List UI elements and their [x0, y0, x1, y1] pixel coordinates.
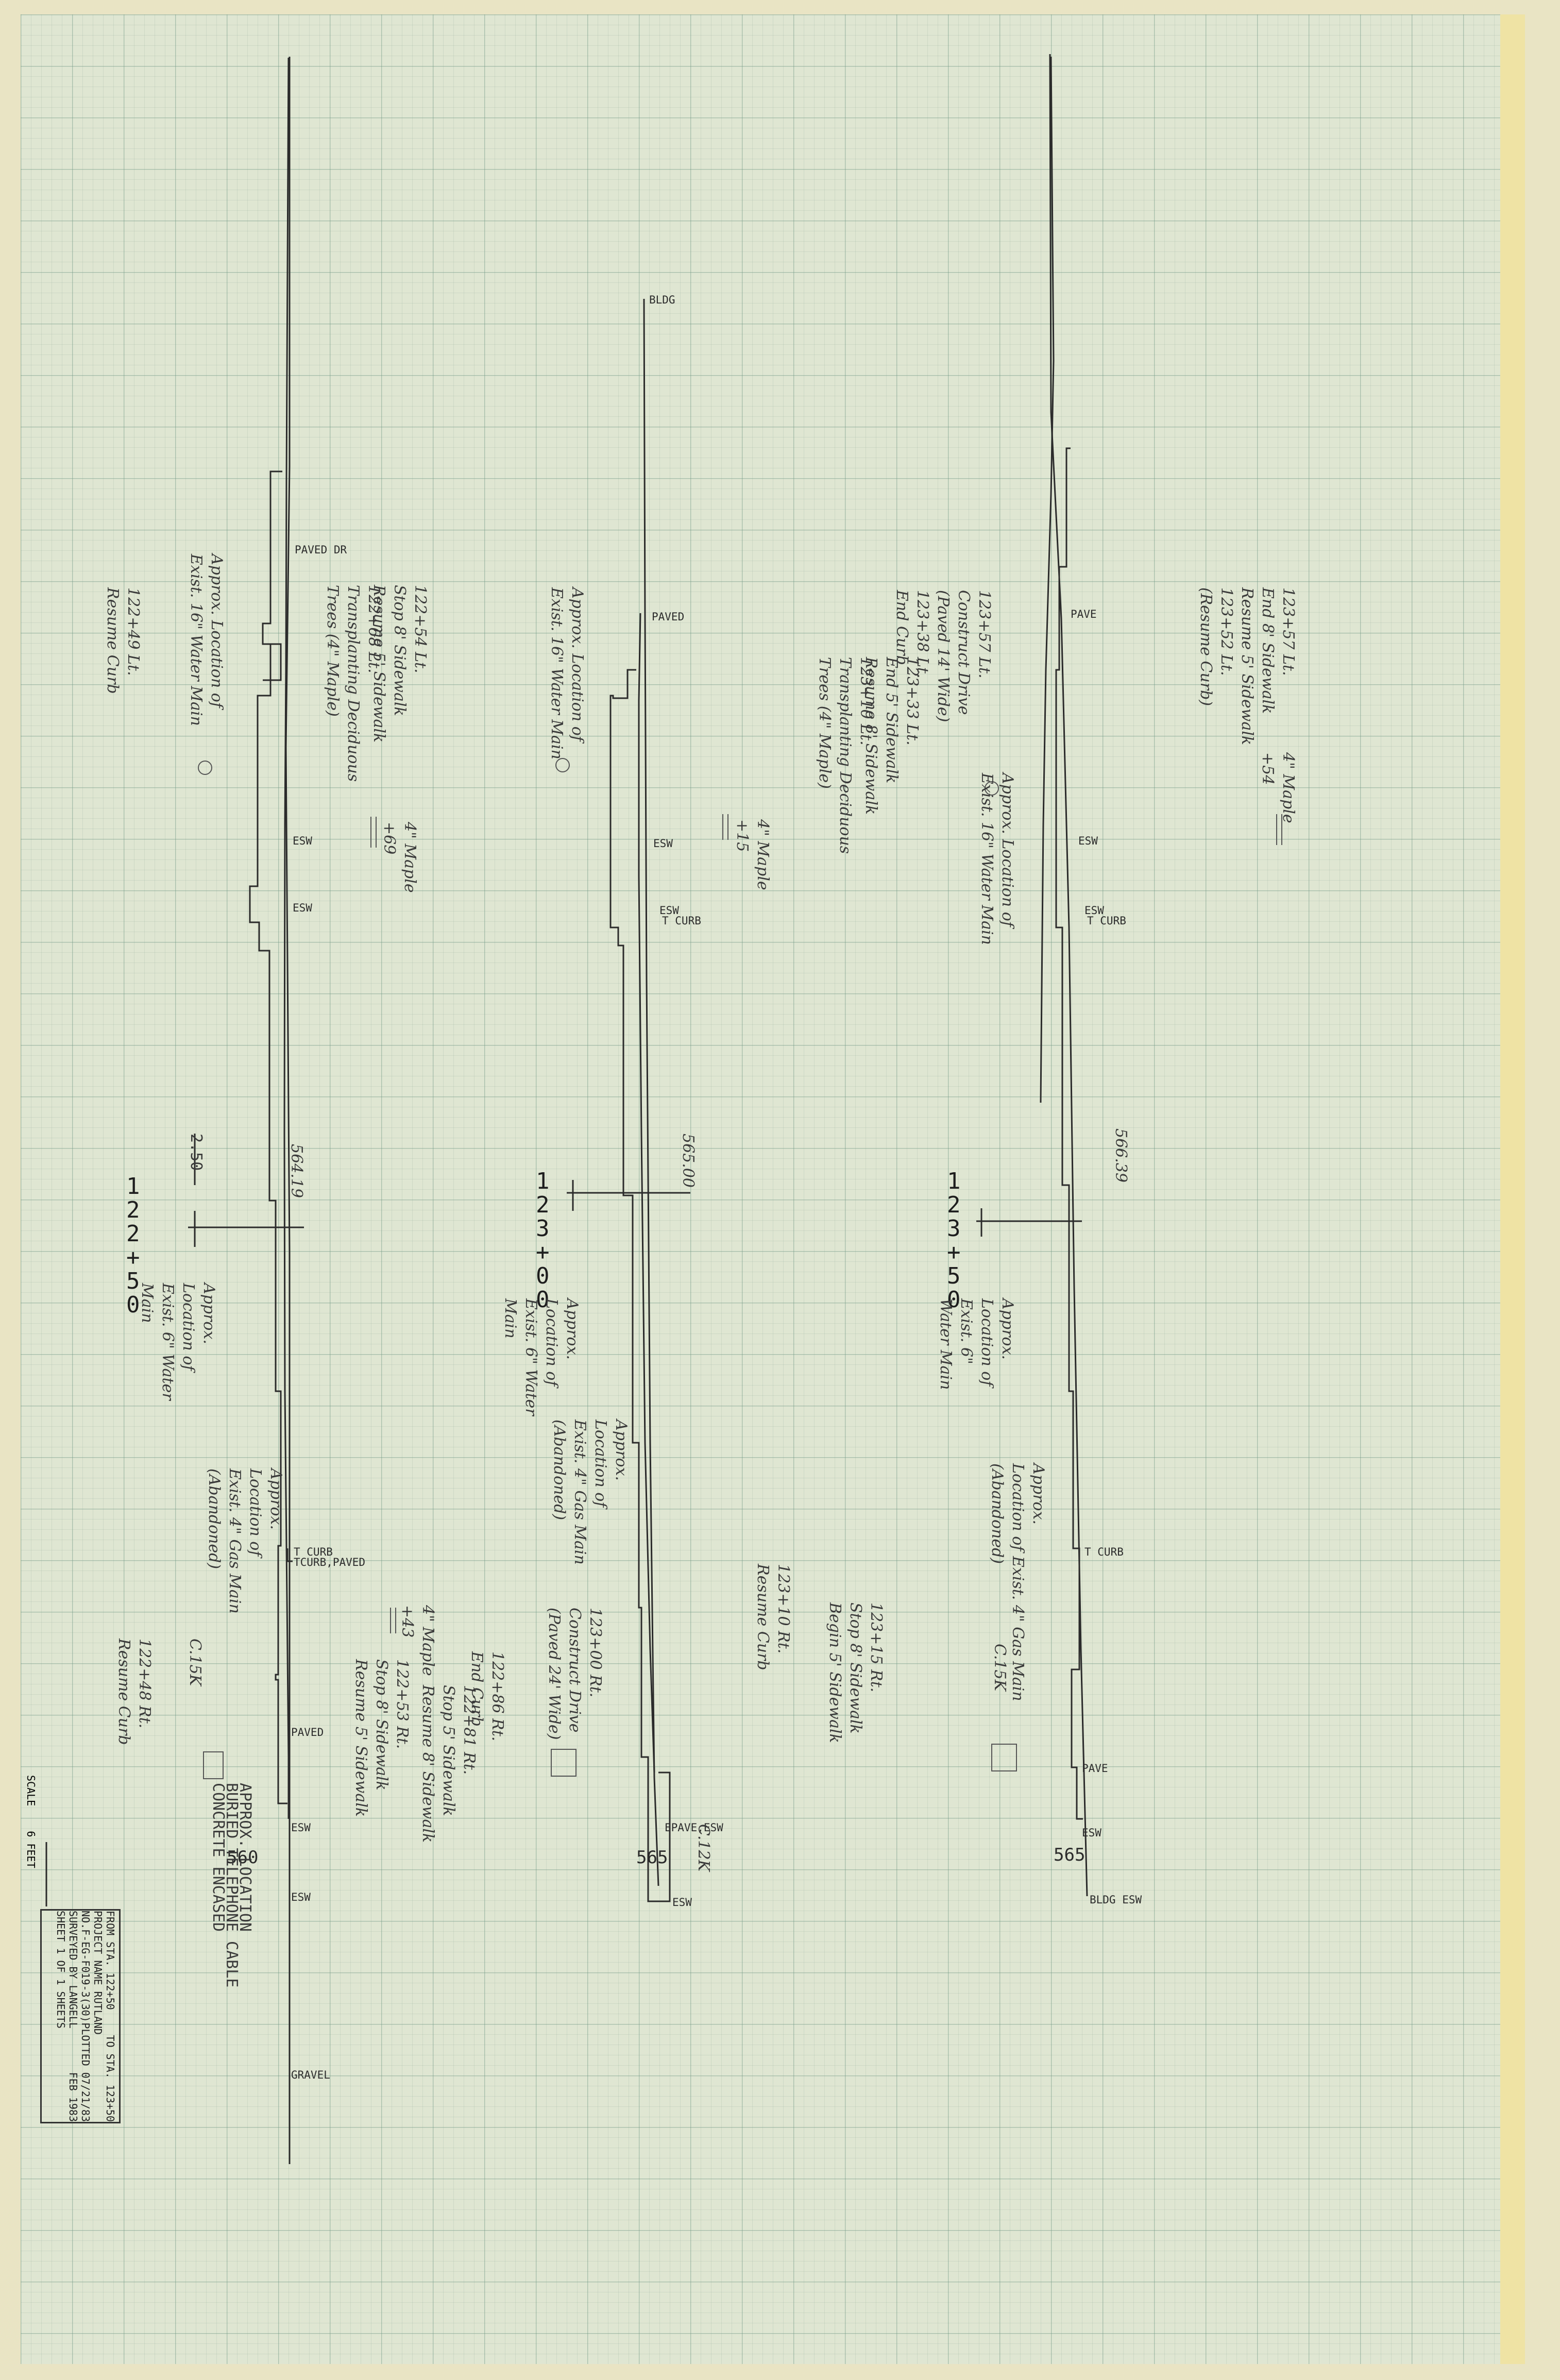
water-main-16-symbol-c: [985, 781, 999, 796]
note-maple-left-c: 4" Maple+54: [1259, 752, 1297, 823]
profile-c: [1055, 447, 1083, 1820]
station-label-c: 123+50: [947, 1168, 961, 1313]
scale-unit: 6 FEET: [25, 1831, 37, 1868]
profile-b: [609, 669, 671, 1902]
project-name-label: PROJECT NAME: [92, 1911, 104, 1985]
telephone-box-a: [203, 1751, 224, 1779]
label-tcurb-c2: T CURB: [1084, 1546, 1124, 1558]
label-tcurb-a: T CURB: [294, 1546, 333, 1558]
ground-line-a: [283, 57, 290, 1819]
elevation-top-a: 564.19: [287, 1144, 306, 1198]
elevation-bottom-c: 565: [1054, 1845, 1086, 1865]
ground-line-b: [638, 613, 655, 1773]
note-maple-right-a: 4" Maple+43: [398, 1605, 437, 1676]
label-esw-a1: ESW: [293, 835, 312, 847]
label-esw-b2: ESW: [659, 904, 679, 917]
drive-box-c: [991, 1744, 1017, 1771]
elevation-bottom-a: 560: [227, 1847, 259, 1868]
sheet-number: SHEET 1 OF 1 SHEETS: [55, 1911, 67, 2029]
maple-symbol-right-a: [390, 1608, 396, 1633]
elevation-top-c: 566.39: [1112, 1128, 1130, 1183]
station-label-a: 122+50: [126, 1173, 140, 1318]
water-main-16-symbol-a: [198, 761, 212, 775]
centerline-c: [1049, 54, 1088, 1897]
label-esw-c3: ESW: [1082, 1827, 1101, 1839]
label-esw-b3: ESW: [672, 1896, 692, 1909]
label-esw-c1: ESW: [1078, 835, 1098, 847]
label-gravel-a: GRAVEL: [291, 2069, 330, 2081]
note-construct-drive-right-b: 123+00 Rt.Construct Drive(Paved 24' Wide…: [545, 1608, 604, 1740]
label-esw-a3: ESW: [291, 1821, 311, 1834]
offset-label-a: 2.50: [187, 1134, 205, 1171]
note-gas-offset-a: C.15K: [186, 1639, 204, 1686]
label-pave-c2: PAVE: [1082, 1762, 1108, 1775]
label-paved-a: PAVED: [291, 1726, 324, 1738]
label-tcurb-paved-a: TCURB,PAVED: [294, 1556, 366, 1568]
note-maple-left-a: 4" Maple+69: [380, 822, 419, 893]
water-main-16-symbol-b: [555, 758, 570, 772]
drive-box-b: [551, 1749, 576, 1777]
centerline-b: [643, 298, 659, 1886]
sheet-edge-tape: [1500, 14, 1525, 2364]
scale-label: SCALE: [25, 1775, 37, 1807]
elevation-bottom-b: 565: [636, 1847, 668, 1868]
label-esw-b1: ESW: [653, 837, 673, 850]
note-resume-curb-right-c: 123+10 Rt.Resume Curb: [754, 1564, 792, 1670]
project-number-value: F-EG-F019-3(30): [79, 1929, 92, 2022]
bldg-bump-a: [263, 643, 282, 681]
title-block: FROM STA. 122+50 TO STA. 123+50 PROJECT N…: [40, 1909, 121, 2123]
note-maple-left-b: 4" Maple+15: [733, 819, 772, 890]
label-bldg-b: BLDG: [649, 294, 675, 306]
maple-symbol-left-c: [1276, 814, 1282, 845]
label-tcurb-c1: T CURB: [1087, 915, 1126, 927]
graph-paper-sheet: [21, 14, 1525, 2364]
label-esw-a4: ESW: [291, 1891, 311, 1903]
elevation-top-b: 565.00: [679, 1134, 697, 1188]
label-tcurb-b: T CURB: [662, 915, 701, 927]
label-paved-dr-a: PAVED DR: [295, 544, 347, 556]
note-bottom-offset-b: C.12K: [694, 1824, 713, 1872]
survey-date: FEB 1983: [67, 2072, 79, 2122]
to-station-value: 123+50: [104, 2084, 116, 2122]
to-station-label: TO STA.: [104, 2035, 116, 2079]
label-bldg-esw-c: BLDG ESW: [1090, 1894, 1142, 1906]
ground-line-c: [1040, 56, 1055, 1103]
from-station-label: FROM STA.: [104, 1911, 116, 1967]
note-resume-curb-right-a: 122+48 Rt.Resume Curb: [115, 1639, 154, 1745]
label-esw-a2: ESW: [293, 902, 312, 914]
plotted-date: PLOTTED 07/21/83: [79, 2022, 92, 2122]
label-epave-esw-b: EPAVE,ESW: [665, 1821, 723, 1834]
maple-symbol-left-b: [722, 814, 728, 840]
label-paved-b: PAVED: [652, 611, 685, 623]
curb-a: [286, 1548, 293, 1562]
note-gas-offset-c: C.15K: [991, 1644, 1009, 1692]
label-esw-c2: ESW: [1084, 904, 1104, 917]
project-name-value: RUTLAND: [92, 1991, 104, 2035]
surveyed-by: SURVEYED BY LANGELL: [67, 1911, 79, 2029]
label-pave-c1: PAVE: [1071, 608, 1097, 620]
note-resume-curb-left-a: 122+49 Lt.Resume Curb: [104, 587, 142, 694]
from-station-value: 122+50: [104, 1972, 116, 2010]
station-label-b: 123+00: [536, 1168, 550, 1313]
maple-symbol-left-a: [370, 817, 377, 848]
project-number-label: NO.: [79, 1911, 92, 1930]
